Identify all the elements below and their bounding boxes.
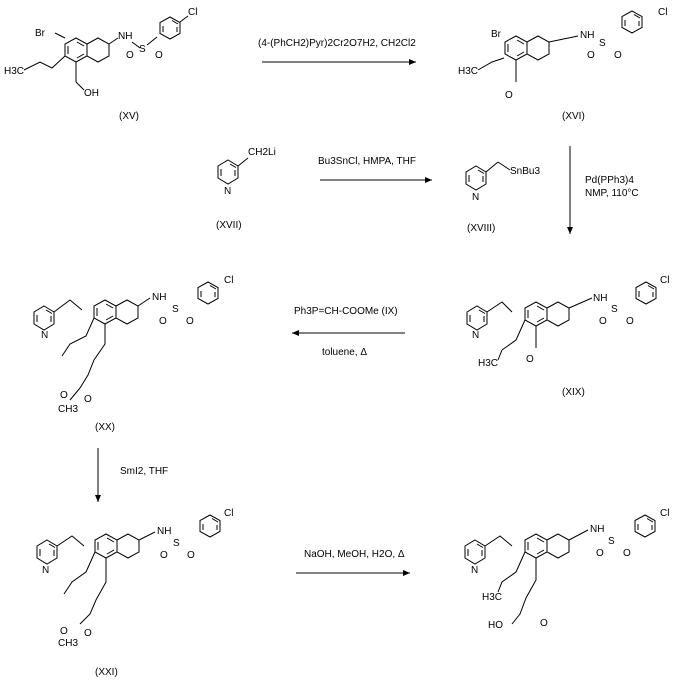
nh-label: NH (593, 293, 607, 304)
bromo-label: Br (35, 28, 46, 39)
compound-label-xvii: (XVII) (216, 220, 242, 231)
condition-step2: Bu3SnCl, HMPA, THF (318, 156, 416, 167)
methyl-label: H3C (482, 592, 502, 603)
oxygen-label: O (599, 316, 607, 327)
ester-oxygen: O (60, 390, 68, 401)
carbonyl-oxygen: O (540, 618, 548, 629)
sulfur-label: S (611, 304, 618, 315)
oxygen-label: O (126, 50, 134, 61)
compound-label-xv: (XV) (119, 111, 139, 122)
pyridine-nitrogen: N (471, 565, 478, 576)
nh-label: NH (590, 524, 604, 535)
methyl-label: CH3 (58, 638, 78, 649)
compound-label-xvi: (XVI) (562, 111, 585, 122)
reaction-step-reduction: SmI2, THF (95, 448, 168, 502)
hydroxyl-label: HO (488, 620, 503, 631)
sulfur-label: S (599, 38, 606, 49)
compound-label-xx: (XX) (95, 422, 115, 433)
compound-xxi: N NH S O O Cl O O CH3 (XXI) (36, 508, 233, 678)
oxygen-label: O (626, 316, 634, 327)
nh-label: NH (157, 526, 171, 537)
sulfur-label: S (172, 304, 179, 315)
aldehyde-oxygen: O (526, 354, 534, 365)
pyridine-nitrogen: N (42, 565, 49, 576)
methyl-label: H3C (4, 66, 24, 77)
reaction-step-stannylation: Bu3SnCl, HMPA, THF (318, 156, 432, 183)
compound-xviii: N SnBu3 (XVIII) (465, 161, 540, 234)
chloro-label: Cl (660, 275, 669, 286)
reaction-step-oxidation: (4-(PhCH2)Pyr)2Cr2O7H2, CH2Cl2 (258, 38, 416, 65)
ch2li-label: CH2Li (248, 147, 276, 158)
sulfur-label: S (608, 536, 615, 547)
reaction-step-stille-coupling: Pd(PPh3)4 NMP, 110°C (567, 146, 639, 234)
oxygen-label: O (155, 50, 163, 61)
carbonyl-oxygen: O (84, 394, 92, 405)
aldehyde-oxygen: O (505, 90, 513, 101)
compound-final-acid: N NH S O O Cl H3C O HO (464, 508, 669, 631)
oxygen-label: O (587, 50, 595, 61)
oxygen-label: O (614, 50, 622, 61)
condition-step3-line2: NMP, 110°C (585, 188, 639, 199)
compound-xvi: Br NH S O O Cl H3C O (XVI) (458, 7, 667, 122)
hydroxyl-label: OH (84, 88, 99, 99)
compound-label-xxi: (XXI) (95, 667, 118, 678)
condition-step5: SmI2, THF (120, 466, 168, 477)
condition-step3-line1: Pd(PPh3)4 (585, 175, 634, 186)
oxygen-label: O (623, 548, 631, 559)
methyl-label: H3C (478, 358, 498, 369)
nh-label: NH (580, 30, 594, 41)
condition-step4-line2: toluene, Δ (322, 347, 367, 358)
compound-xix: N NH S O O Cl H3C O (XIX) (466, 275, 669, 398)
bromo-label: Br (491, 29, 502, 40)
chloro-label: Cl (224, 275, 233, 286)
compound-label-xix: (XIX) (562, 387, 585, 398)
snbu3-label: SnBu3 (510, 166, 540, 177)
sulfur-label: S (173, 538, 180, 549)
chloro-label: Cl (224, 508, 233, 519)
pyridine-nitrogen: N (41, 330, 48, 341)
pyridine-nitrogen: N (224, 186, 231, 197)
methyl-label: CH3 (58, 404, 78, 415)
oxygen-label: O (160, 550, 168, 561)
condition-step1: (4-(PhCH2)Pyr)2Cr2O7H2, CH2Cl2 (258, 38, 416, 49)
oxygen-label: O (159, 316, 167, 327)
compound-xvii: N CH2Li (XVII) (216, 147, 276, 231)
nh-label: NH (152, 292, 166, 303)
condition-step6: NaOH, MeOH, H2O, Δ (304, 549, 405, 560)
reaction-step-hydrolysis: NaOH, MeOH, H2O, Δ (296, 549, 410, 576)
oxygen-label: O (187, 550, 195, 561)
compound-xx: N NH S O O Cl O O CH3 (XX) (33, 275, 233, 433)
chloro-label: Cl (660, 508, 669, 519)
chloro-label: Cl (658, 7, 667, 18)
nh-label: NH (118, 31, 132, 42)
pyridine-nitrogen: N (472, 192, 479, 203)
oxygen-label: O (596, 548, 604, 559)
carbonyl-oxygen: O (84, 628, 92, 639)
reaction-step-wittig: Ph3P=CH-COOMe (IX) toluene, Δ (292, 306, 405, 358)
sulfur-label: S (139, 44, 146, 55)
compound-label-xviii: (XVIII) (467, 223, 495, 234)
methyl-label: H3C (458, 66, 478, 77)
oxygen-label: O (186, 316, 194, 327)
pyridine-nitrogen: N (472, 330, 479, 341)
ester-oxygen: O (60, 626, 68, 637)
condition-step4-line1: Ph3P=CH-COOMe (IX) (294, 306, 398, 317)
chloro-label: Cl (188, 7, 197, 18)
compound-xv: Br NH S O O Cl H3C OH (XV) (4, 7, 197, 122)
